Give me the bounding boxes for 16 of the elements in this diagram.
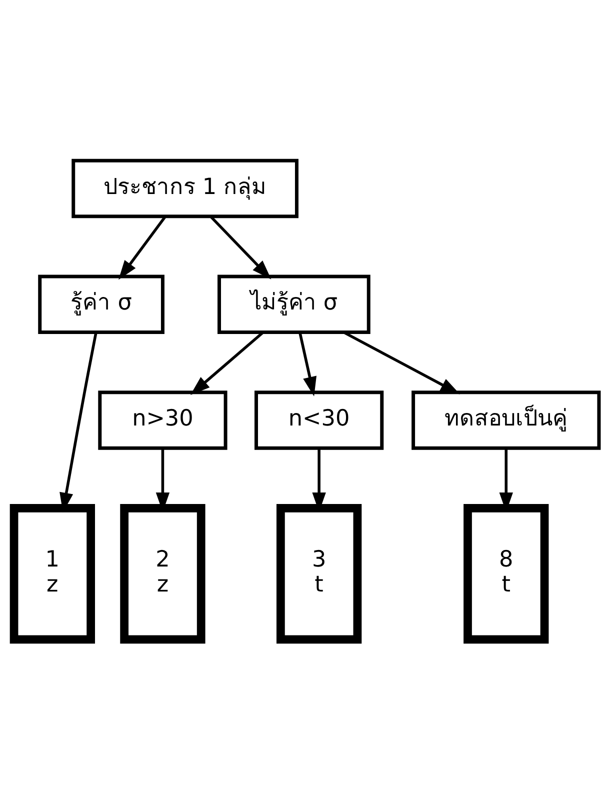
node-box: ทดสอบเป็นคู่ xyxy=(412,390,601,450)
node-box: รู้ค่า σ xyxy=(38,274,164,334)
node-box: 1 z xyxy=(10,504,95,644)
arrow xyxy=(190,332,264,395)
node-box: 3 t xyxy=(276,504,362,644)
arrow xyxy=(118,216,166,280)
node-box: n<30 xyxy=(254,390,384,450)
node-box: ประชากร 1 กลุ่ม xyxy=(72,158,298,218)
node-box: ไม่รู้ค่า σ xyxy=(218,274,370,334)
node-box: 8 t xyxy=(464,504,549,644)
arrow xyxy=(60,332,98,512)
node-box: 2 z xyxy=(120,504,206,644)
arrow xyxy=(298,332,316,396)
node-box: n>30 xyxy=(98,390,228,450)
arrow xyxy=(344,331,460,394)
arrow xyxy=(210,216,272,280)
